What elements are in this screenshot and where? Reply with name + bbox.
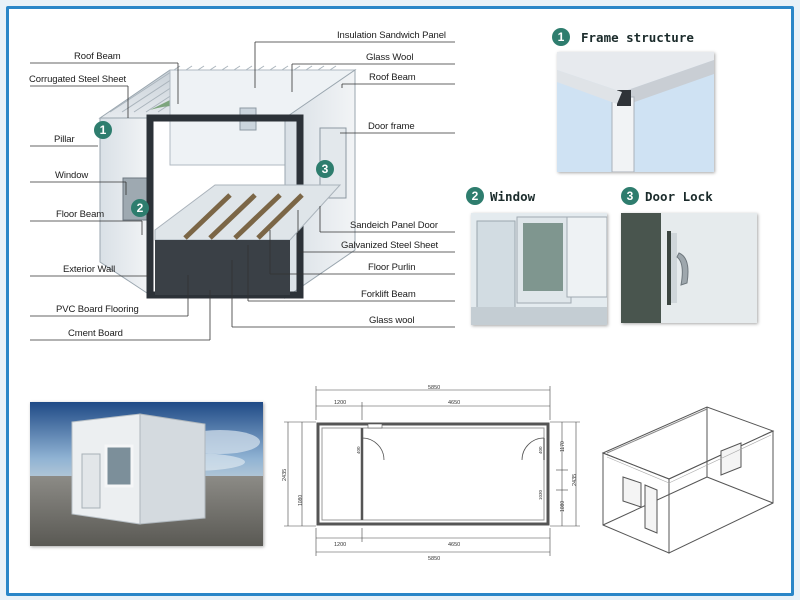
- dim-top-left: 1200: [334, 400, 346, 406]
- dim-right-small: 1030: [538, 489, 543, 500]
- dim-right-door: 400: [538, 446, 543, 454]
- label-galvanized-steel-sheet: Galvanized Steel Sheet: [341, 240, 439, 251]
- floor-plan-drawing: 5850 1200 4650 1200 4650 5850 2435 1080 …: [282, 385, 580, 560]
- dim-bottom-left: 1200: [334, 542, 346, 548]
- label-forklift-beam: Forklift Beam: [361, 289, 416, 300]
- label-glass-wool-bottom: Glass wool: [369, 315, 415, 326]
- label-door-frame: Door frame: [368, 121, 415, 132]
- container-floor: [154, 184, 342, 241]
- label-window: Window: [55, 170, 89, 181]
- label-cment-board: Cment Board: [68, 328, 123, 339]
- window-photo: [471, 213, 607, 325]
- label-floor-purlin: Floor Purlin: [368, 262, 416, 273]
- label-pvc-board-flooring: PVC Board Flooring: [56, 304, 139, 315]
- door-lock-photo: [621, 213, 757, 323]
- dim-left-height: 2435: [282, 469, 288, 481]
- callout-2-title: Window: [490, 189, 536, 204]
- label-roof-beam-right: Roof Beam: [369, 72, 416, 83]
- label-roof-beam-left: Roof Beam: [74, 51, 121, 62]
- frame-structure-photo: [557, 52, 714, 172]
- callout-2-badge: 2: [466, 187, 484, 205]
- label-floor-beam: Floor Beam: [56, 209, 105, 220]
- dim-right-height: 2435: [572, 474, 578, 486]
- dim-inner-left: 1080: [298, 495, 304, 506]
- dim-right-low: 1080: [560, 501, 566, 512]
- label-sandeich-panel-door: Sandeich Panel Door: [350, 220, 438, 231]
- marker-2: 2: [131, 199, 149, 217]
- dim-top-total: 5850: [428, 385, 440, 391]
- front-frame: [146, 114, 304, 299]
- marker-3: 3: [316, 160, 334, 178]
- label-pillar: Pillar: [54, 134, 75, 145]
- dim-bottom-right: 4650: [448, 542, 460, 548]
- label-insulation-sandwich-panel: Insulation Sandwich Panel: [337, 30, 446, 41]
- label-exterior-wall: Exterior Wall: [63, 264, 116, 275]
- dim-top-right: 4650: [448, 400, 460, 406]
- wireframe-container: [601, 406, 775, 554]
- marker-1: 1: [94, 121, 112, 139]
- callout-3-badge: 3: [621, 187, 639, 205]
- dim-bottom-total: 5850: [428, 556, 440, 560]
- dim-door: 400: [356, 446, 361, 454]
- callout-1-title: Frame structure: [581, 30, 694, 45]
- container-render-photo: ​: [30, 402, 263, 546]
- dim-window: 1170: [560, 441, 566, 452]
- label-corrugated-steel-sheet: Corrugated Steel Sheet: [29, 74, 127, 85]
- callout-3-title: Door Lock: [645, 189, 713, 204]
- label-glass-wool-top: Glass Wool: [366, 52, 414, 63]
- callout-1-badge: 1: [552, 28, 570, 46]
